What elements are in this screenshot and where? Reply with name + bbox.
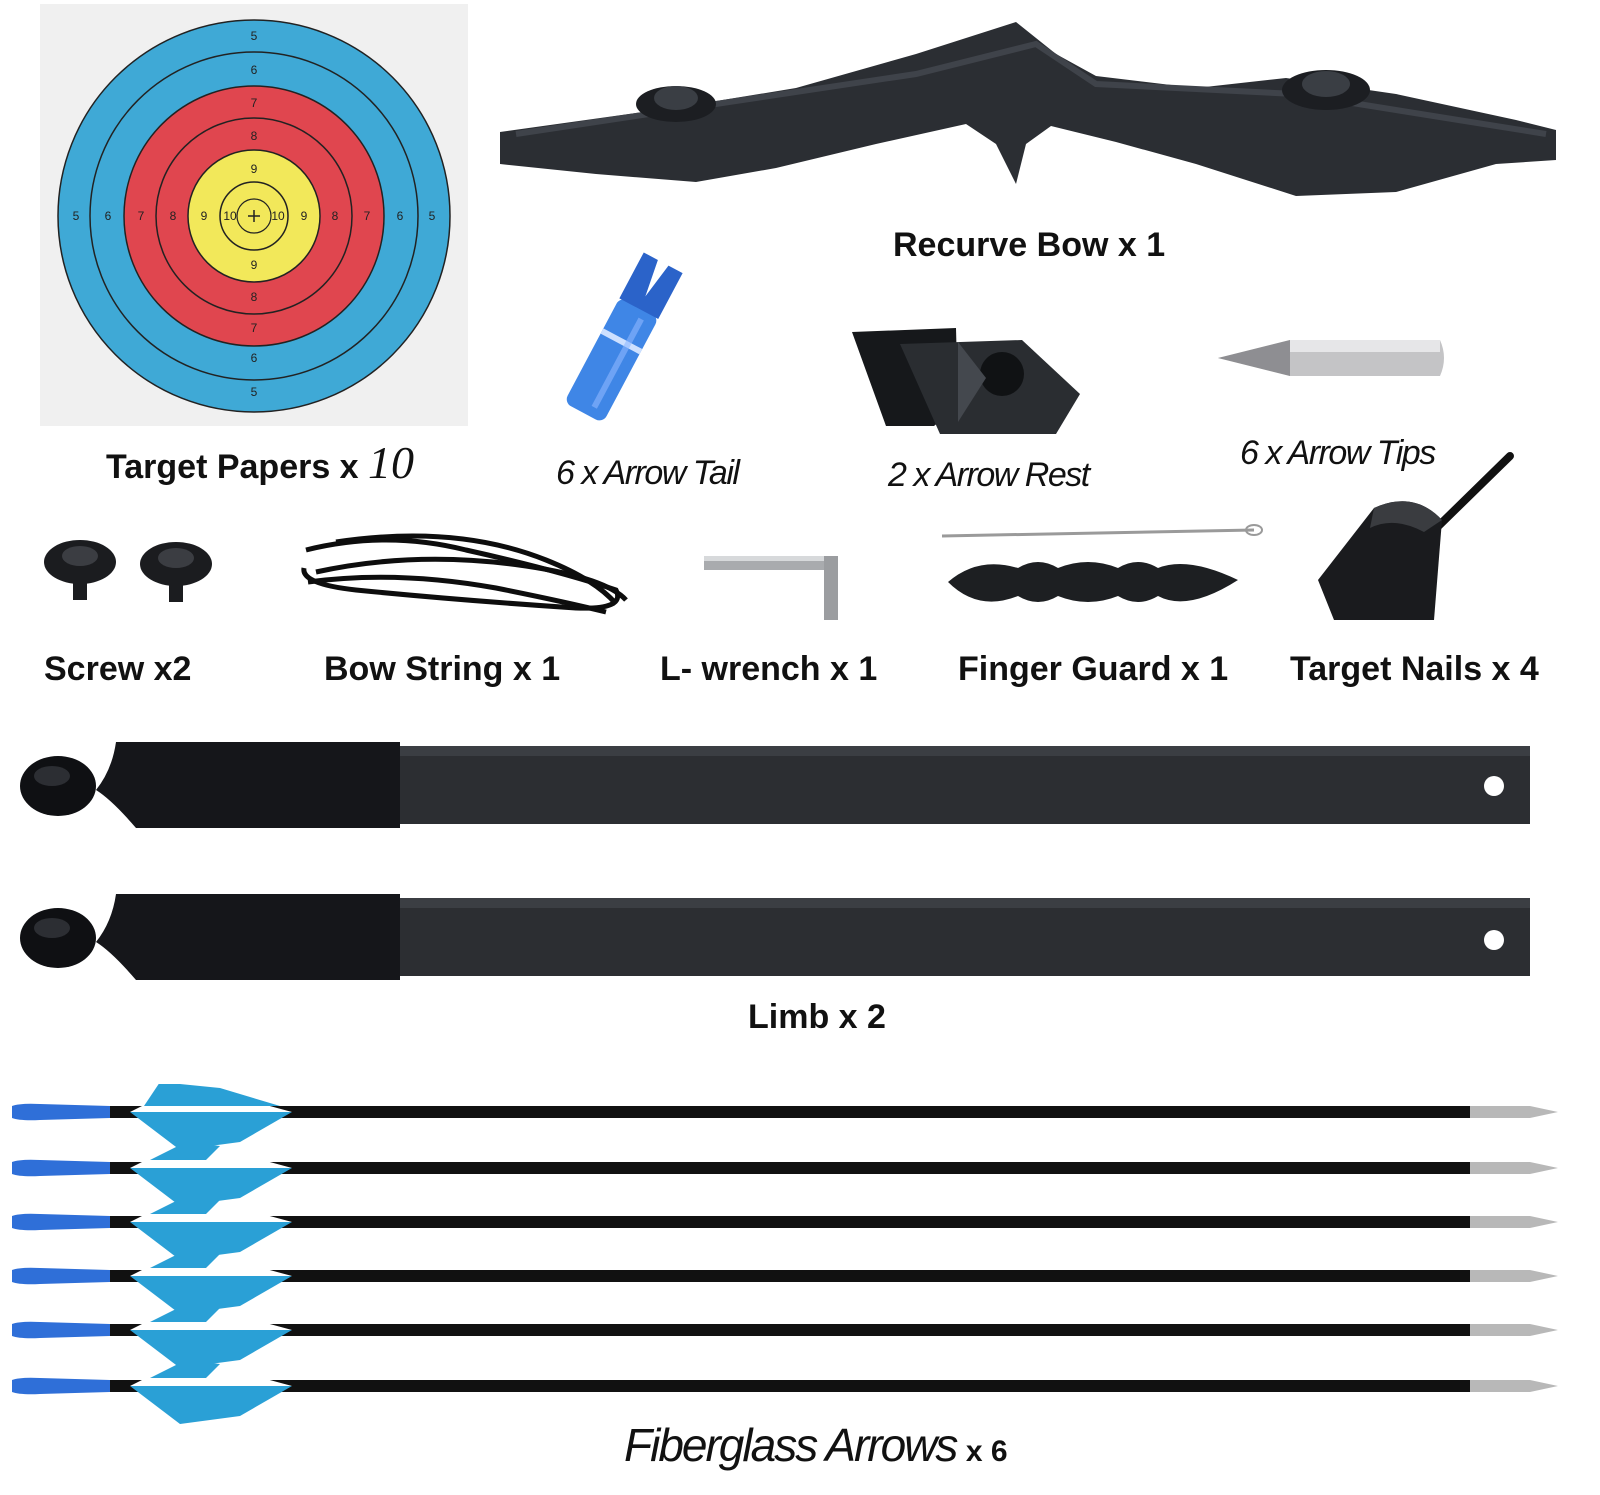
ring-number: 9 <box>251 162 258 176</box>
ring-number: 7 <box>364 209 371 223</box>
arrow <box>12 1304 1558 1368</box>
arrows-image <box>12 1082 1558 1424</box>
arrow <box>12 1082 1558 1150</box>
ring-number: 5 <box>73 209 80 223</box>
ring-number: 8 <box>251 129 258 143</box>
screw-label: Screw x2 <box>44 650 192 688</box>
ring-number: 5 <box>429 209 436 223</box>
ring-number: 5 <box>251 385 258 399</box>
ring-number: 7 <box>251 321 258 335</box>
screw-image <box>40 536 220 608</box>
bow-string-label: Bow String x 1 <box>324 650 561 688</box>
arrow-rest-label: 2 x Arrow Rest <box>888 456 1090 494</box>
ring-number: 8 <box>332 209 339 223</box>
ring-number: 9 <box>201 209 208 223</box>
finger-guard-label: Finger Guard x 1 <box>958 650 1229 688</box>
limb-label: Limb x 2 <box>748 998 886 1036</box>
ring-number: 9 <box>301 209 308 223</box>
target-paper: 5 6 7 8 9 9 8 7 6 5 5 6 7 8 9 10 10 9 8 … <box>40 4 468 426</box>
ring-number: 5 <box>251 29 258 43</box>
target-nails-image <box>1314 450 1524 640</box>
arrow-rest-image <box>846 322 1086 442</box>
ring-number: 6 <box>251 351 258 365</box>
arrow <box>12 1360 1558 1424</box>
ring-number: 7 <box>138 209 145 223</box>
finger-guard-image <box>938 520 1268 620</box>
ring-number: 6 <box>397 209 404 223</box>
ring-number: 7 <box>251 96 258 110</box>
arrows-group <box>10 1082 1566 1424</box>
recurve-bow-image <box>496 14 1560 214</box>
ring-number: 8 <box>251 290 258 304</box>
arrow <box>12 1250 1558 1314</box>
target-paper-image: 5 6 7 8 9 9 8 7 6 5 5 6 7 8 9 10 10 9 8 … <box>57 19 451 413</box>
ring-number: 10 <box>223 209 237 223</box>
target-papers-count: 10 <box>368 437 415 488</box>
fiberglass-arrows-label: Fiberglass Arrows x 6 <box>624 1418 1008 1472</box>
l-wrench-image <box>702 552 852 624</box>
ring-number: 8 <box>170 209 177 223</box>
arrow-tips-label: 6 x Arrow Tips <box>1240 434 1436 472</box>
ring-number: 9 <box>251 258 258 272</box>
limb-image-2 <box>16 892 1532 982</box>
fiberglass-arrows-text: Fiberglass Arrows <box>624 1419 958 1471</box>
ring-number: 6 <box>251 63 258 77</box>
bow-string-image <box>296 520 636 620</box>
target-papers-text: Target Papers x <box>106 448 359 486</box>
arrow <box>12 1142 1558 1206</box>
target-papers-label: Target Papers x 10 <box>106 436 414 489</box>
l-wrench-label: L- wrench x 1 <box>660 650 878 688</box>
recurve-bow-label: Recurve Bow x 1 <box>893 226 1166 264</box>
ring-number: 6 <box>105 209 112 223</box>
arrow-tail-image <box>528 246 728 446</box>
target-nails-label: Target Nails x 4 <box>1290 650 1539 688</box>
arrow-tail-label: 6 x Arrow Tail <box>556 454 740 492</box>
fiberglass-arrows-count: x 6 <box>965 1435 1008 1468</box>
ring-number: 10 <box>271 209 285 223</box>
arrow-tips-image <box>1214 330 1454 386</box>
limb-image-1 <box>16 740 1532 830</box>
arrow <box>12 1196 1558 1260</box>
